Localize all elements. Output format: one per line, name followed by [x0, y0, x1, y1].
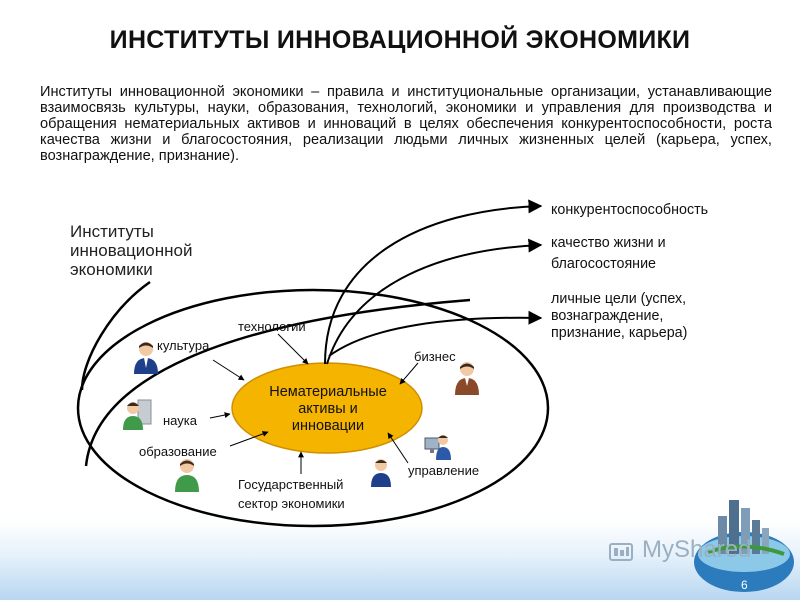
- outcome-quality-line-2: благосостояние: [551, 256, 657, 272]
- node-science: наука: [163, 413, 197, 428]
- person-education-icon: [175, 459, 199, 492]
- center-label: Нематериальные активы и инновации: [240, 384, 416, 435]
- slide-background-footer: [0, 520, 800, 600]
- intro-paragraph: Институты инновационной экономики – прав…: [40, 84, 772, 164]
- arrow-out-personal: [328, 310, 543, 357]
- myshared-logo-icon: [609, 543, 633, 561]
- person-business-icon: [455, 362, 479, 395]
- person-science-icon: [123, 399, 152, 430]
- arrow-business: [399, 362, 419, 385]
- arrow-management: [387, 432, 409, 464]
- outcome-personal-line-2: вознаграждение,: [551, 308, 664, 324]
- arrow-out-quality: [326, 238, 543, 365]
- node-culture: культура: [157, 338, 210, 353]
- arrow-technology: [277, 333, 309, 365]
- outcome-quality-of-life: качество жизни и благосостояние: [551, 233, 666, 275]
- outcome-personal-line-3: признание, карьера): [551, 325, 688, 341]
- arrow-out-competitiveness: [324, 199, 543, 365]
- person-computer-icon: [424, 435, 451, 460]
- slide-title: ИНСТИТУТЫ ИННОВАЦИОННОЙ ЭКОНОМИКИ: [109, 26, 691, 54]
- institutions-label-line-2: инновационной: [70, 241, 193, 260]
- node-gov-sector: Государственный сектор экономики: [238, 475, 345, 513]
- arrow-education: [229, 431, 269, 447]
- node-business: бизнес: [414, 349, 456, 364]
- node-gov-sector-line-1: Государственный: [238, 477, 344, 492]
- page-number: 6: [741, 578, 748, 592]
- institutions-label-line-1: Институты: [70, 222, 154, 241]
- outcome-competitiveness-line-1: конкурентоспособность: [551, 202, 709, 218]
- outer-label-pointer: [80, 280, 151, 391]
- arrow-culture: [212, 359, 245, 381]
- sweep-curve: [84, 298, 471, 467]
- node-education: образование: [139, 444, 217, 459]
- outcome-personal-goals: личные цели (успех, вознаграждение, приз…: [551, 291, 687, 342]
- outcome-personal-line-1: личные цели (успех,: [551, 291, 687, 307]
- outcome-competitiveness: конкурентоспособность: [551, 202, 708, 219]
- arrow-science: [209, 412, 231, 419]
- city-globe-icon: [694, 500, 794, 592]
- center-label-line-3: инновации: [291, 418, 365, 434]
- outcome-quality-line-1: качество жизни и: [551, 235, 666, 251]
- node-gov-sector-line-2: сектор экономики: [238, 496, 345, 511]
- institutions-label-line-3: экономики: [70, 260, 153, 279]
- watermark-text: MyShared: [642, 536, 752, 563]
- institutions-label: Институты инновационной экономики: [70, 222, 192, 279]
- center-label-line-1: Нематериальные: [269, 384, 387, 400]
- node-technology: технологии: [238, 319, 306, 334]
- center-label-line-2: активы и: [298, 401, 358, 417]
- person-culture-icon: [134, 342, 158, 374]
- person-management-icon: [371, 459, 391, 487]
- institutions-ellipse: [76, 288, 550, 528]
- node-management: управление: [408, 463, 480, 478]
